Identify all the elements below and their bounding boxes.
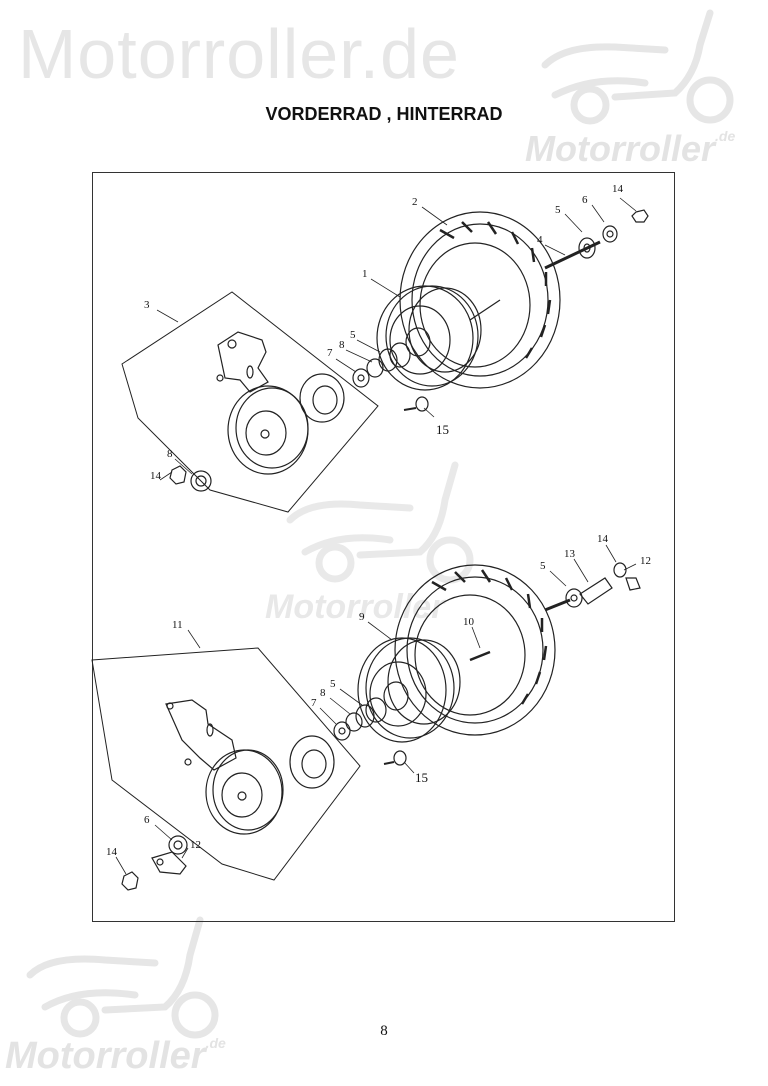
callout-6-rear: 6 <box>144 814 150 826</box>
rear-bearing-stack <box>333 697 387 741</box>
callout-14-rear-axle: 14 <box>597 533 609 545</box>
callout-8-rear-hub: 8 <box>320 687 326 699</box>
callout-14-front-axle: 14 <box>612 183 624 195</box>
callout-8-front-hub: 8 <box>339 339 345 351</box>
callout-11-rear: 11 <box>172 619 183 631</box>
callout-13-rear: 13 <box>564 548 576 560</box>
rear-axle <box>544 562 641 612</box>
callout-12-rear-axle: 12 <box>640 555 651 567</box>
callout-14-rear-brake: 14 <box>106 846 118 858</box>
front-brake-assembly <box>121 291 379 513</box>
callout-10-rear: 10 <box>463 616 475 628</box>
callout-5-front-hub: 5 <box>350 329 356 341</box>
page-title: VORDERRAD , HINTERRAD <box>265 104 503 124</box>
callout-8-front-brake: 8 <box>167 448 173 460</box>
page-number: 8 <box>380 1023 388 1039</box>
scooter-logo-bottom-left <box>26 916 219 1039</box>
watermark-site-text: Motorroller.de <box>18 15 460 93</box>
scooter-logo-middle <box>286 461 474 584</box>
callout-12-rear-brake: 12 <box>190 839 201 851</box>
callout-15-rear: 15 <box>415 770 428 785</box>
scooter-logo-top-right <box>541 9 734 125</box>
rear-bolt <box>383 750 407 766</box>
callout-7-rear: 7 <box>311 697 317 709</box>
callout-15-front: 15 <box>436 422 449 437</box>
callout-3-front: 3 <box>144 299 150 311</box>
callout-5-rear-axle: 5 <box>540 560 546 572</box>
front-axle <box>544 209 649 270</box>
watermark-logo-top: Motorroller.de <box>525 128 736 169</box>
callout-9-rear: 9 <box>359 611 365 623</box>
callout-5-rear-hub: 5 <box>330 678 336 690</box>
callout-6-front: 6 <box>582 194 588 206</box>
rear-tire <box>394 564 556 736</box>
callout-4-front: 4 <box>537 234 543 246</box>
front-callout-labels: 1 2 3 4 5 6 14 5 7 8 8 14 15 <box>144 183 624 482</box>
front-tire <box>399 211 561 389</box>
leader-lines <box>115 197 637 875</box>
callout-14-front-brake: 14 <box>150 470 162 482</box>
diagram-frame <box>92 172 675 922</box>
callout-1-front: 1 <box>362 268 368 280</box>
front-rim <box>376 285 501 391</box>
rear-callout-labels: 5 13 14 12 9 10 11 8 5 7 15 6 12 14 <box>106 533 651 858</box>
watermark-logo-bottom: Motorroller.de <box>5 1035 226 1077</box>
front-bearing-stack <box>352 342 411 388</box>
rear-rim <box>357 637 491 743</box>
front-bolt <box>403 396 429 412</box>
callout-7-front: 7 <box>327 347 333 359</box>
rear-brake-assembly <box>91 647 361 891</box>
callout-2-front: 2 <box>412 196 418 208</box>
callout-5-front-axle: 5 <box>555 204 561 216</box>
